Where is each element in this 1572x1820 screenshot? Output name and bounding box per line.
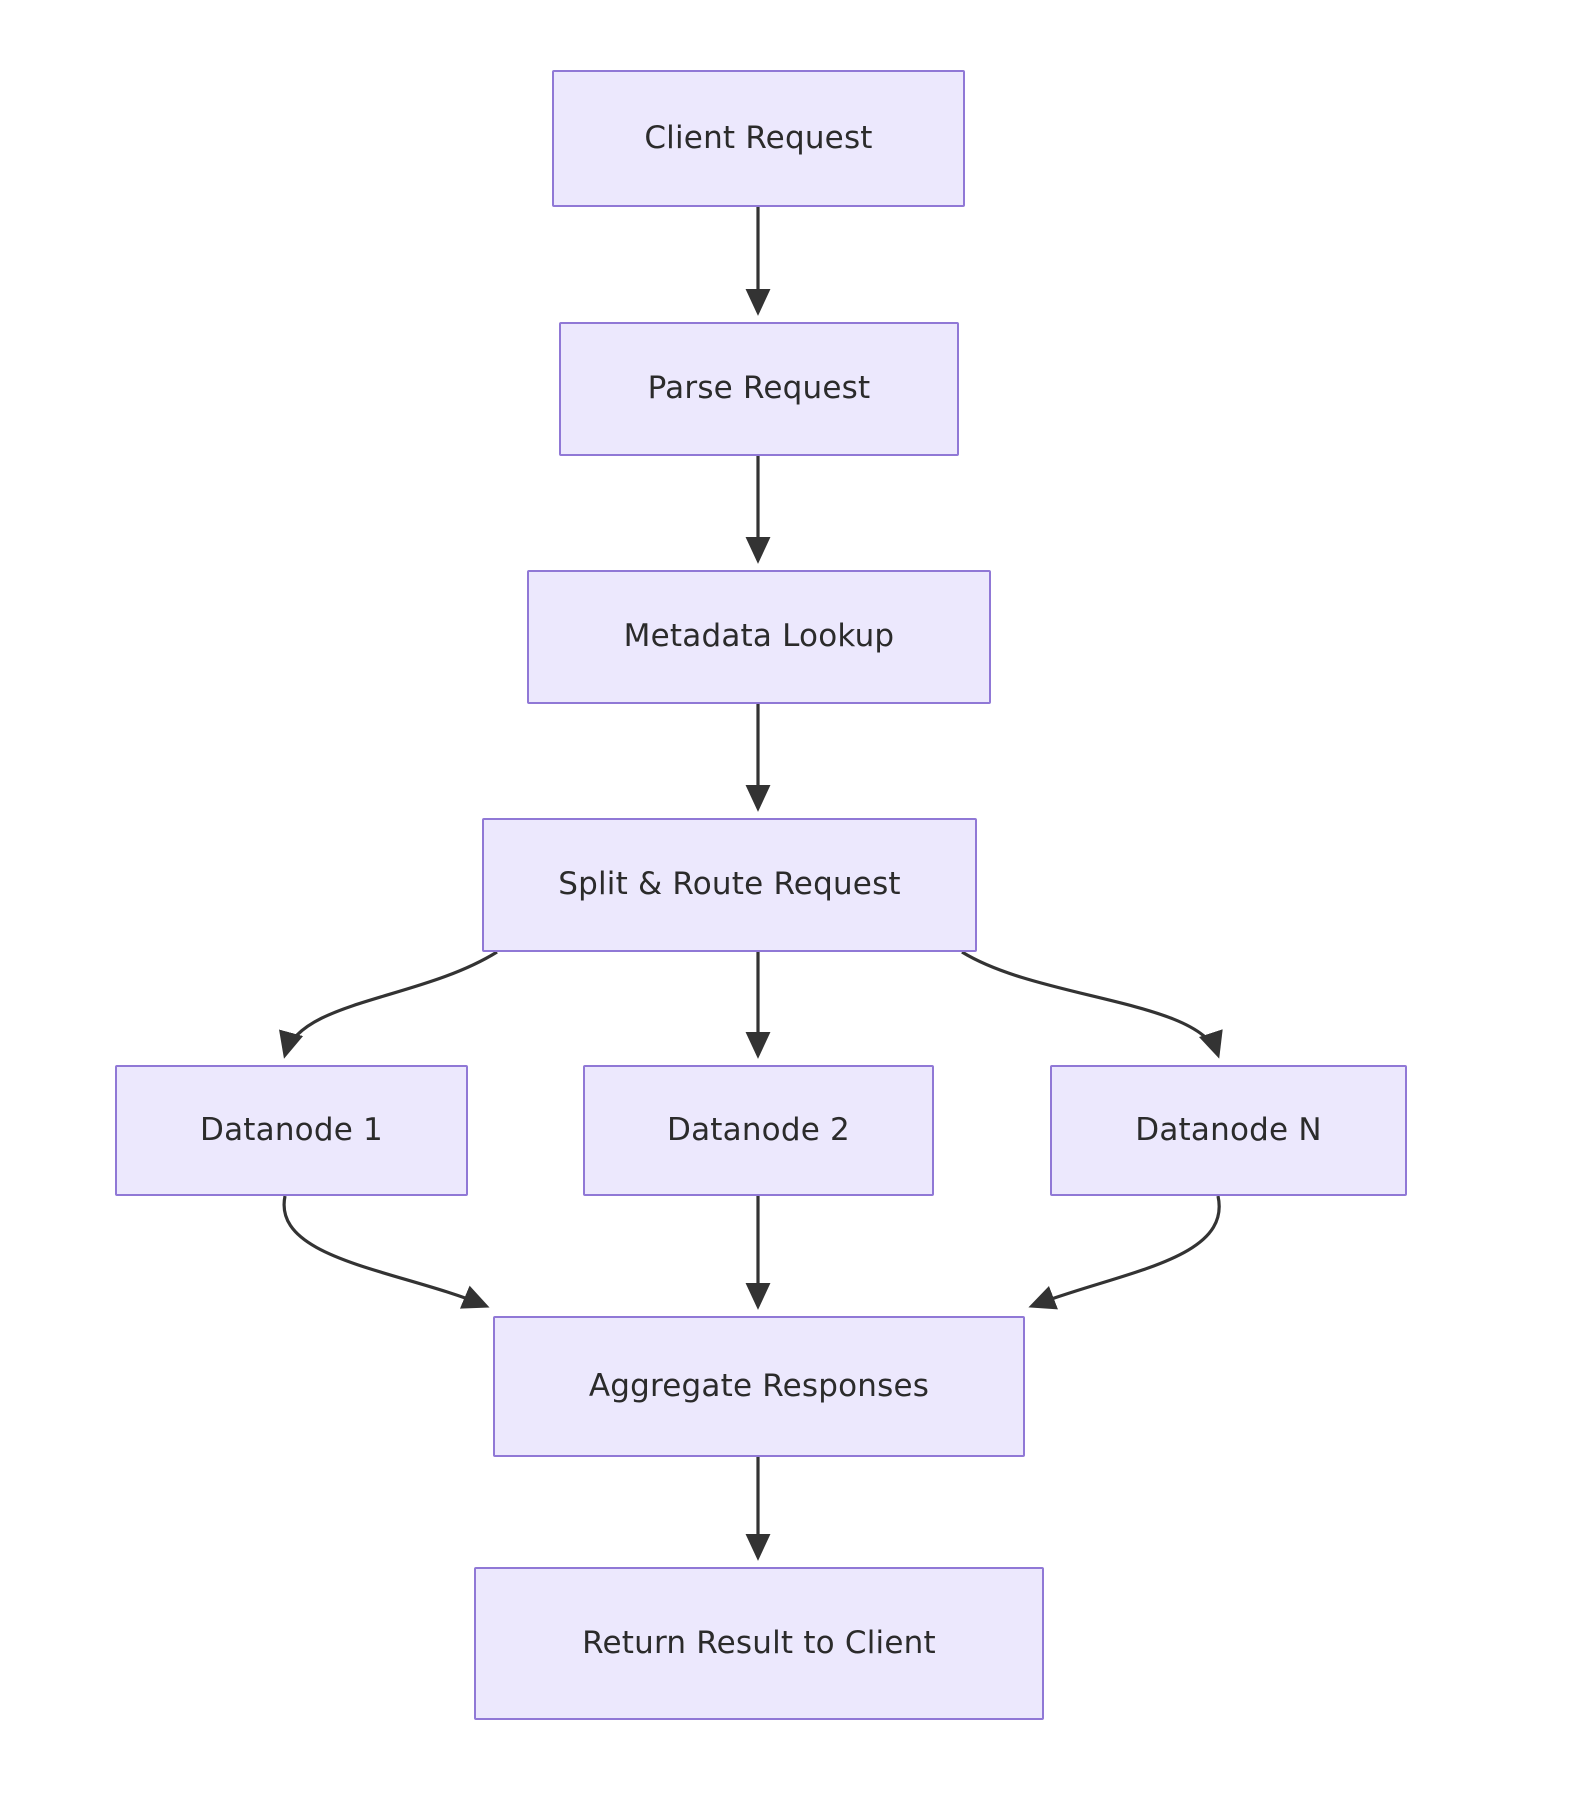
edge-split-route-to-datanode-n	[961, 950, 1223, 1059]
node-aggregate-responses[interactable]: Aggregate Responses	[493, 1316, 1025, 1457]
node-split-route-request[interactable]: Split & Route Request	[482, 818, 977, 952]
node-label-datanode-n: Datanode N	[1135, 1111, 1322, 1148]
node-label-parse-request: Parse Request	[647, 370, 871, 407]
node-label-datanode-2: Datanode 2	[667, 1111, 850, 1148]
node-label-metadata-lookup: Metadata Lookup	[623, 618, 895, 655]
node-label-split-route-request: Split & Route Request	[558, 866, 901, 903]
edge-datanode-n-to-aggregate	[1028, 1195, 1221, 1310]
edge-split-route-to-datanode-1	[279, 950, 498, 1059]
node-datanode-n[interactable]: Datanode N	[1050, 1065, 1407, 1196]
node-label-return-result-to-client: Return Result to Client	[582, 1624, 936, 1661]
node-datanode-2[interactable]: Datanode 2	[583, 1065, 934, 1196]
node-datanode-1[interactable]: Datanode 1	[115, 1065, 468, 1196]
node-metadata-lookup[interactable]: Metadata Lookup	[527, 570, 991, 704]
node-label-client-request: Client Request	[644, 119, 873, 156]
node-parse-request[interactable]: Parse Request	[559, 322, 959, 456]
edge-datanode-1-to-aggregate	[282, 1195, 490, 1309]
node-return-result-to-client[interactable]: Return Result to Client	[474, 1567, 1044, 1720]
node-label-datanode-1: Datanode 1	[200, 1111, 383, 1148]
node-client-request[interactable]: Client Request	[552, 70, 965, 207]
node-label-aggregate-responses: Aggregate Responses	[588, 1367, 930, 1404]
